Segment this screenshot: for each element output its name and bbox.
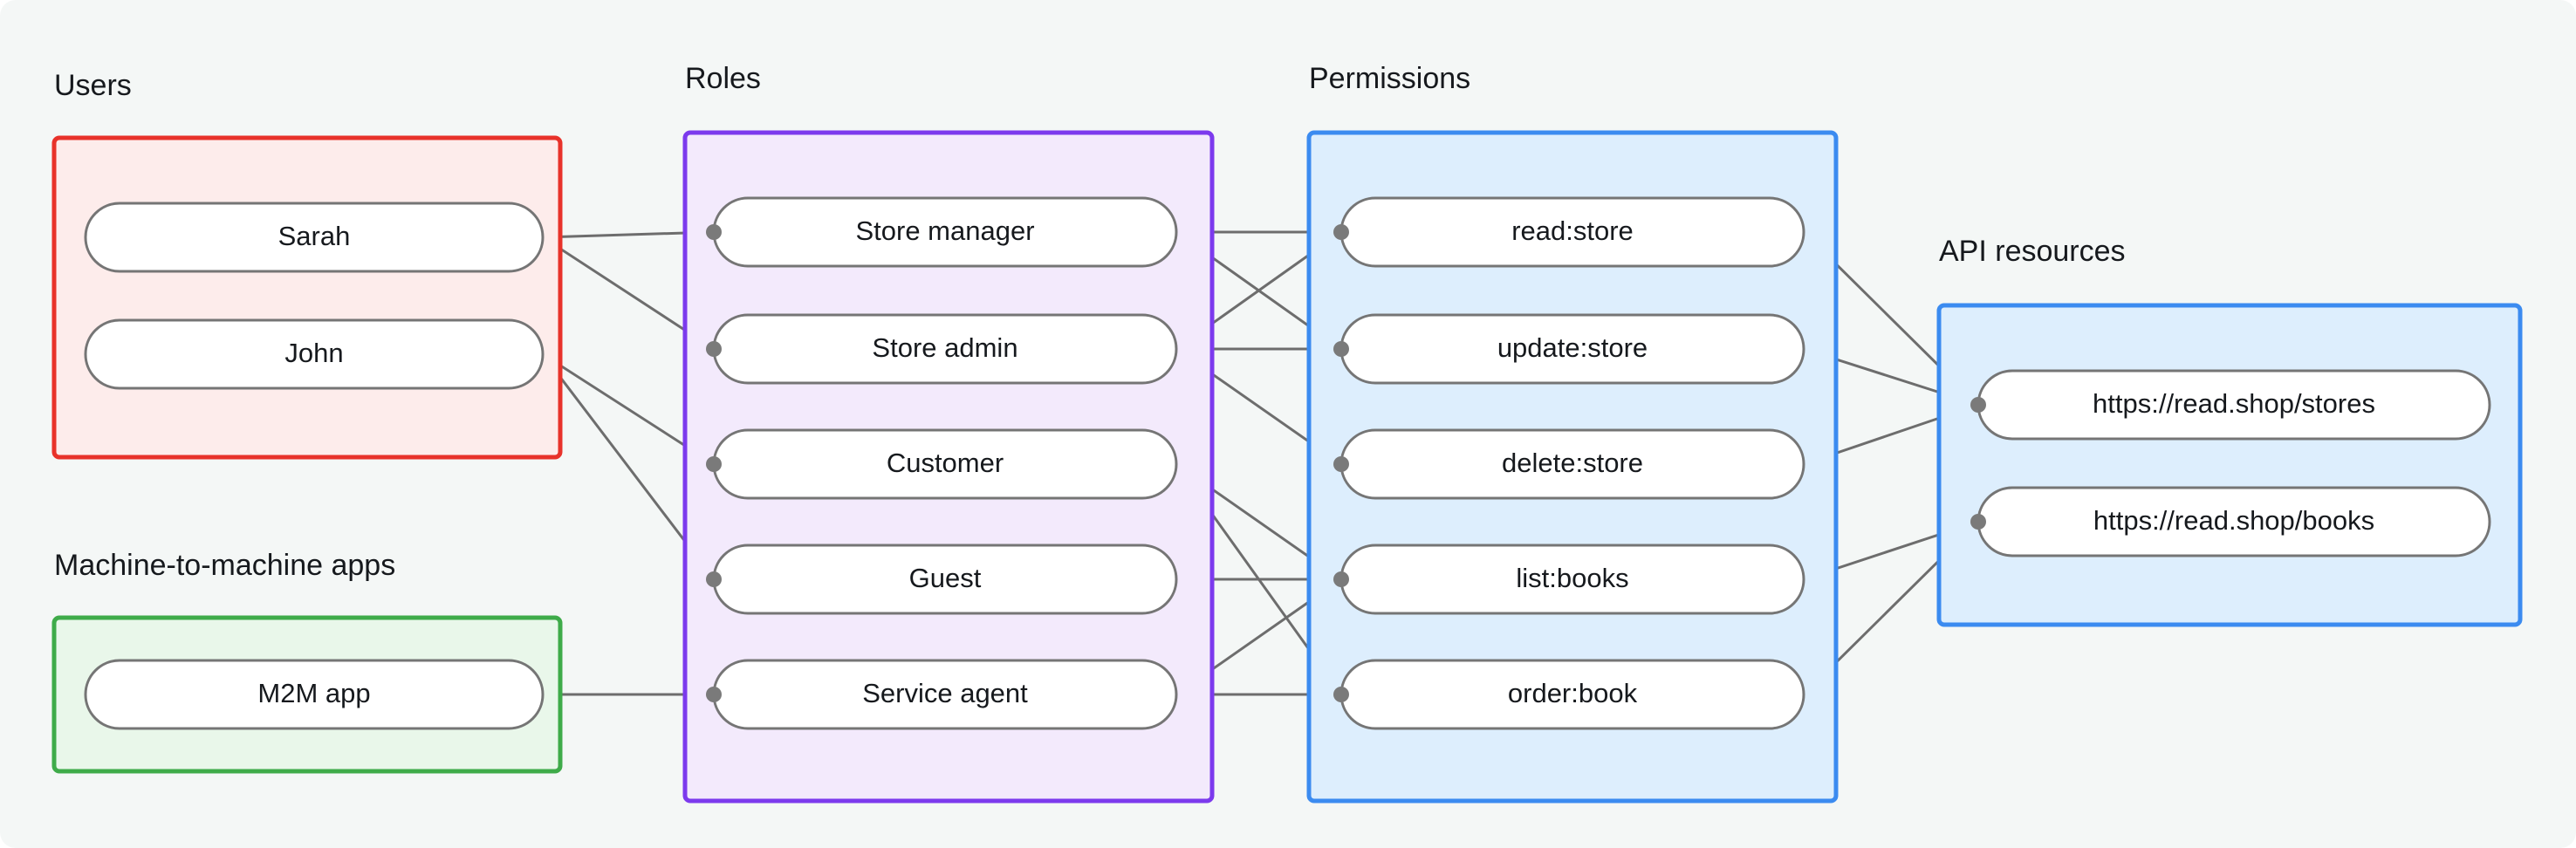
edge-endpoint-store-manager — [706, 224, 722, 240]
node-m2mapp[interactable]: M2M app — [84, 659, 545, 730]
node-guest[interactable]: Guest — [712, 544, 1178, 615]
node-service-agent[interactable]: Service agent — [712, 659, 1178, 730]
node-label-order-book: order:book — [1508, 678, 1638, 708]
node-label-sarah: Sarah — [278, 221, 351, 251]
node-label-list-books: list:books — [1516, 563, 1628, 593]
group-title-api-resources: API resources — [1939, 235, 2126, 268]
edge-endpoint-read-store — [1333, 224, 1349, 240]
node-label-read-store: read:store — [1511, 215, 1634, 246]
node-customer[interactable]: Customer — [712, 428, 1178, 500]
node-label-customer: Customer — [887, 448, 1004, 478]
node-shape-john — [84, 318, 545, 390]
node-label-service-agent: Service agent — [862, 678, 1028, 708]
group-title-users: Users — [54, 69, 132, 102]
node-read-store[interactable]: read:store — [1339, 196, 1805, 268]
node-list-books[interactable]: list:books — [1339, 544, 1805, 615]
edge-endpoint-customer — [706, 456, 722, 472]
node-update-store[interactable]: update:store — [1339, 313, 1805, 385]
edge-endpoint-res-stores — [1970, 397, 1986, 413]
group-box-users — [51, 135, 563, 460]
edge-endpoint-res-books — [1970, 514, 1986, 530]
edge-endpoint-update-store — [1333, 341, 1349, 357]
node-store-manager[interactable]: Store manager — [712, 196, 1178, 268]
node-shape-m2mapp — [84, 659, 545, 730]
node-label-update-store: update:store — [1497, 332, 1648, 363]
edge-endpoint-delete-store — [1333, 456, 1349, 472]
node-john[interactable]: John — [84, 318, 545, 390]
group-title-permissions: Permissions — [1309, 62, 1470, 95]
group-title-roles: Roles — [685, 62, 761, 95]
node-label-john: John — [284, 338, 343, 368]
edge-endpoints-layer — [706, 224, 1986, 702]
edge-endpoint-service-agent — [706, 687, 722, 702]
node-res-books[interactable]: https://read.shop/books — [1977, 486, 2491, 557]
node-label-store-manager: Store manager — [855, 215, 1034, 246]
node-label-m2mapp: M2M app — [257, 678, 370, 708]
edge-endpoint-order-book — [1333, 687, 1349, 702]
edge-endpoint-store-admin — [706, 341, 722, 357]
node-res-stores[interactable]: https://read.shop/stores — [1977, 369, 2491, 441]
node-store-admin[interactable]: Store admin — [712, 313, 1178, 385]
node-sarah[interactable]: Sarah — [84, 202, 545, 273]
group-title-m2m: Machine-to-machine apps — [54, 549, 395, 582]
node-label-res-stores: https://read.shop/stores — [2093, 388, 2375, 419]
node-order-book[interactable]: order:book — [1339, 659, 1805, 730]
node-label-delete-store: delete:store — [1502, 448, 1643, 478]
edge-endpoint-list-books — [1333, 571, 1349, 587]
node-label-store-admin: Store admin — [872, 332, 1017, 363]
node-label-res-books: https://read.shop/books — [2093, 505, 2374, 536]
node-delete-store[interactable]: delete:store — [1339, 428, 1805, 500]
group-box-api-resources — [1936, 303, 2523, 627]
edge-endpoint-guest — [706, 571, 722, 587]
node-label-guest: Guest — [909, 563, 982, 593]
node-shape-sarah — [84, 202, 545, 273]
